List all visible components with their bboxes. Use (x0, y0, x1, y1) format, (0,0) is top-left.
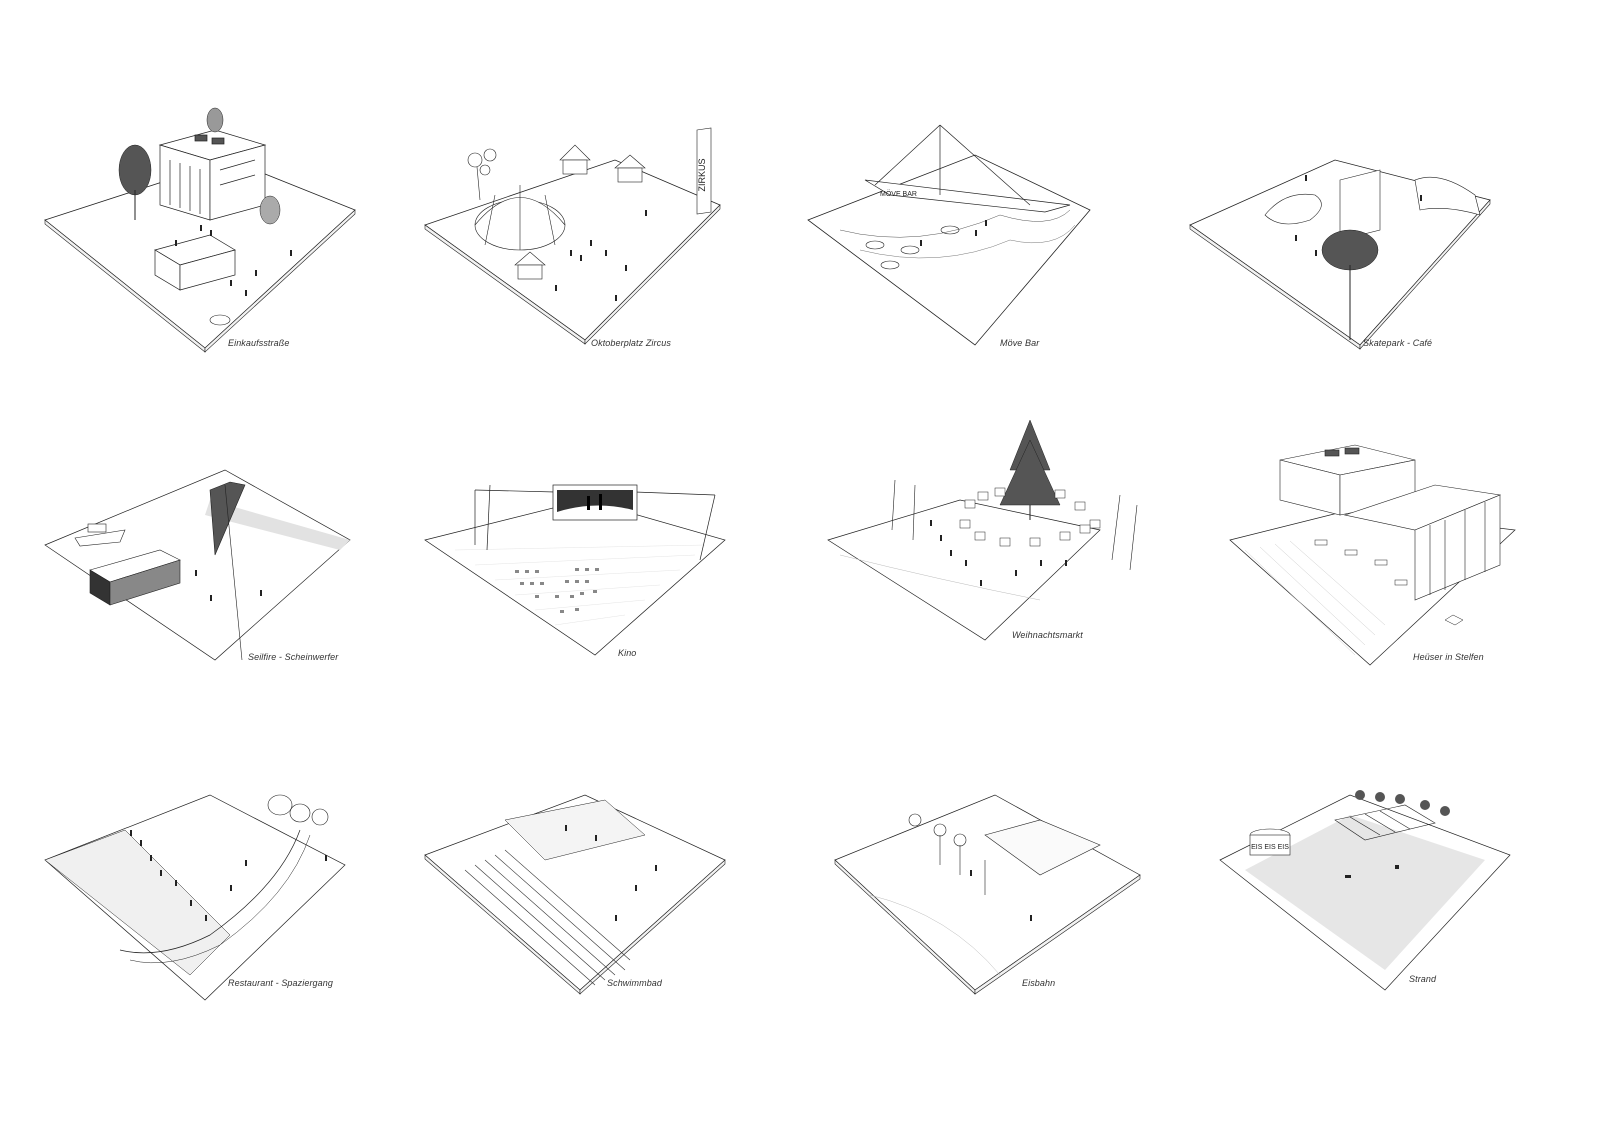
eisbahn-drawing (834, 794, 1141, 995)
kiosk-text: EIS EIS EIS (1251, 844, 1289, 851)
tree (118, 107, 281, 225)
panel-label: Seilfire - Scheinwerfer (248, 652, 339, 662)
slope (44, 829, 231, 976)
balloons (467, 148, 497, 201)
tents (514, 144, 646, 280)
people (970, 870, 1032, 921)
panel-kino: Kino (415, 420, 755, 720)
seilfire-drawing (44, 469, 351, 661)
people (565, 825, 657, 921)
panel-restaurant-spaziergang: Restaurant - Spaziergang (30, 775, 370, 1075)
cable (224, 484, 243, 661)
circus-tent (474, 185, 566, 251)
path (119, 829, 301, 954)
masts (474, 484, 716, 561)
masts (891, 479, 1138, 571)
people (130, 830, 327, 921)
panel-label: Einkaufsstraße (228, 338, 290, 348)
palms (1355, 790, 1450, 816)
christmas-tree (999, 419, 1061, 520)
panel-schwimmbad: Schwimmbad (415, 775, 755, 1075)
ramp (1339, 169, 1481, 241)
people (930, 520, 1067, 586)
panel-label: Möve Bar (1000, 338, 1040, 348)
reeds (464, 849, 631, 986)
rink (984, 819, 1101, 876)
building (154, 129, 267, 291)
boat (74, 523, 126, 547)
panel-label: Strand (1409, 974, 1437, 984)
panel-seilfire-scheinwerfer: Seilfire - Scheinwerfer (30, 420, 370, 720)
pergola (1334, 804, 1436, 841)
screen (552, 484, 638, 521)
banner-text: ZIRKUS (697, 158, 707, 191)
panel-label: Restaurant - Spaziergang (228, 978, 333, 988)
restaurant-drawing (44, 794, 346, 1001)
panel-label: Skatepark - Café (1363, 338, 1433, 348)
people (1295, 175, 1422, 256)
people (555, 210, 647, 301)
panel-einkaufsstrasse: Einkaufsstraße (30, 100, 370, 400)
building (1279, 444, 1502, 601)
panel-eisbahn: Eisbahn (800, 775, 1141, 1075)
chairs (515, 568, 599, 613)
pool (504, 799, 646, 861)
skate-bowl (1264, 193, 1322, 225)
skatepark-drawing (1189, 159, 1491, 350)
trees (908, 813, 986, 895)
panel-moewe-bar: MÖVE BAR Möve Bar (800, 100, 1140, 400)
panel-label: Eisbahn (1022, 978, 1056, 988)
trees (267, 794, 329, 826)
stalls (959, 487, 1101, 547)
panel-label: Schwimmbad (607, 978, 663, 988)
panel-haeuser-in-stelfen: Heüser in Stelfen (1185, 420, 1525, 720)
weihnachtsmarkt-drawing (827, 419, 1138, 641)
panel-strand: EIS EIS EIS Strand (1185, 775, 1525, 1075)
building (89, 549, 181, 606)
panel-label: Weihnachtsmarkt (1012, 630, 1083, 640)
kiosk: EIS EIS EIS (1249, 828, 1291, 856)
kino-drawing (424, 484, 726, 656)
tables (1314, 539, 1408, 586)
moewe-bar-drawing: MÖVE BAR (807, 124, 1091, 346)
banner: ZIRKUS (696, 127, 712, 215)
panel-label: Kino (618, 648, 637, 658)
tables (865, 225, 960, 270)
boat-text: MÖVE BAR (880, 190, 917, 198)
panel-label: Oktoberplatz Zircus (591, 338, 671, 348)
panel-label: Heüser in Stelfen (1413, 652, 1484, 662)
oktoberplatz-drawing: ZIRKUS (424, 127, 721, 345)
panel-oktoberplatz-zircus: ZIRKUS Oktoberplatz Zircus (415, 100, 755, 400)
panel-skatepark-cafe: Skatepark - Café (1185, 100, 1525, 400)
tree (1321, 229, 1379, 340)
sailing-boat: MÖVE BAR (864, 124, 1071, 213)
schwimmbad-drawing (424, 794, 726, 995)
tower (209, 481, 246, 556)
people (175, 225, 292, 296)
strand-drawing: EIS EIS EIS (1219, 790, 1511, 991)
panel-weihnachtsmarkt: Weihnachtsmarkt (800, 419, 1140, 720)
haeuser-drawing (1229, 444, 1516, 666)
einkaufsstrasse-drawing (44, 107, 356, 353)
